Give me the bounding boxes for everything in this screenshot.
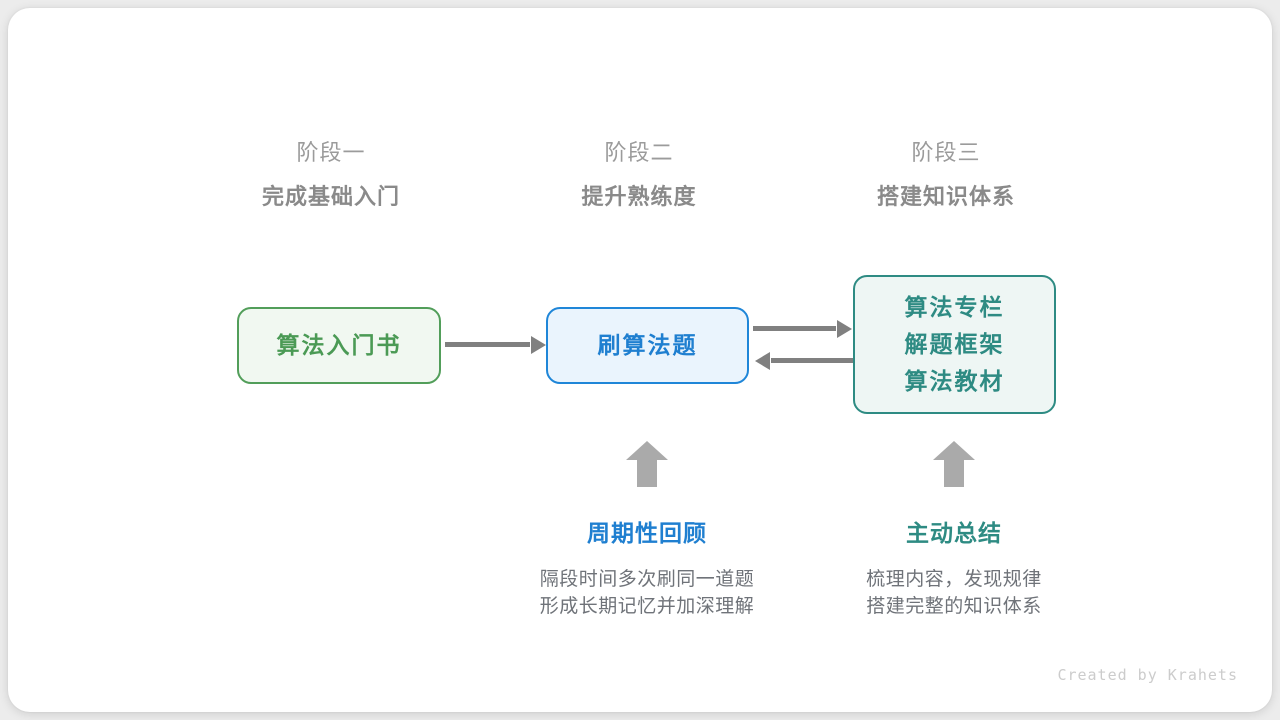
node-algorithm-intro-book[interactable]: 算法入门书: [237, 307, 441, 384]
arrow-up-review-head: [626, 441, 668, 460]
node-book-line-1: 算法入门书: [276, 332, 402, 358]
note-review-desc-line-1: 隔段时间多次刷同一道题: [539, 569, 755, 590]
note-summary-title: 主动总结: [906, 520, 1002, 546]
arrow-resources-to-practice: [771, 358, 853, 363]
stage-header-3: 阶段三 搭建知识体系: [816, 138, 1076, 212]
stage-title-3: 搭建知识体系: [876, 184, 1015, 209]
stage-title-1: 完成基础入门: [261, 184, 400, 209]
diagram-card: 阶段一 完成基础入门 阶段二 提升熟练度 阶段三 搭建知识体系 算法入门书 刷算…: [8, 8, 1272, 712]
note-summary-desc-line-1: 梳理内容，发现规律: [866, 569, 1042, 590]
note-summary-desc-line-2: 搭建完整的知识体系: [866, 596, 1042, 617]
node-practice-line-1: 刷算法题: [597, 332, 698, 358]
stage-index-label-1: 阶段一: [296, 140, 366, 165]
note-review-title: 周期性回顾: [587, 520, 707, 546]
stage-index-label-2: 阶段二: [604, 140, 674, 165]
note-periodic-review: 周期性回顾 隔段时间多次刷同一道题 形成长期记忆并加深理解: [497, 518, 797, 620]
node-resources-line-2: 解题框架: [904, 331, 1005, 357]
arrow-up-review-shaft: [637, 459, 657, 487]
credit-label: Created by Krahets: [1057, 666, 1238, 684]
arrow-up-review: [626, 441, 668, 487]
stage-header-1: 阶段一 完成基础入门: [201, 138, 461, 212]
note-active-summary: 主动总结 梳理内容，发现规律 搭建完整的知识体系: [804, 518, 1104, 620]
node-practice-problems[interactable]: 刷算法题: [546, 307, 749, 384]
stage-title-2: 提升熟练度: [581, 184, 697, 209]
node-resources-line-1: 算法专栏: [904, 294, 1005, 320]
arrow-book-to-practice: [445, 342, 530, 347]
node-knowledge-resources[interactable]: 算法专栏 解题框架 算法教材: [853, 275, 1056, 414]
note-review-desc-line-2: 形成长期记忆并加深理解: [539, 596, 755, 617]
stage-header-2: 阶段二 提升熟练度: [509, 138, 769, 212]
node-resources-line-3: 算法教材: [904, 368, 1005, 394]
arrow-up-summary-head: [933, 441, 975, 460]
stage-index-label-3: 阶段三: [911, 140, 981, 165]
arrow-up-summary-shaft: [944, 459, 964, 487]
arrow-up-summary: [933, 441, 975, 487]
arrow-practice-to-resources: [753, 326, 836, 331]
